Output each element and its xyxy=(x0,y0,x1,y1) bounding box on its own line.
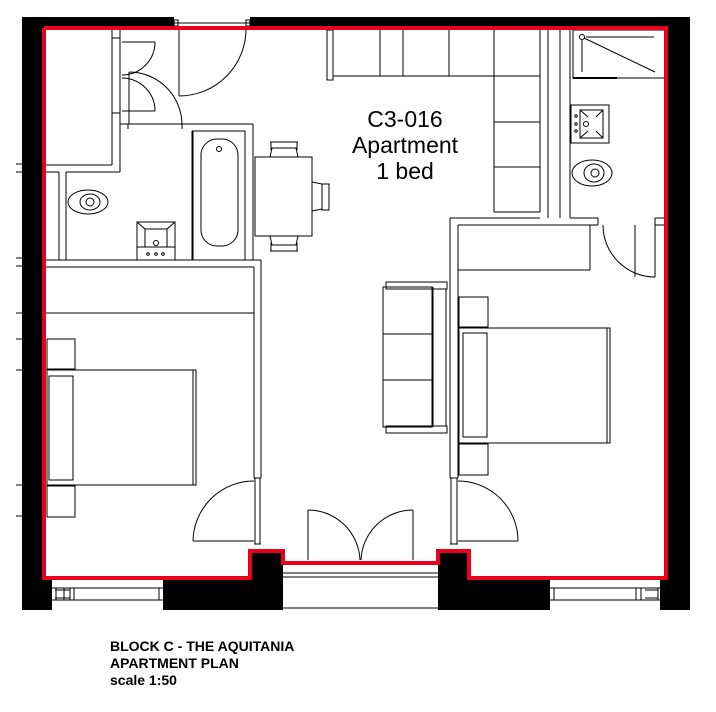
doors xyxy=(121,27,656,561)
windows xyxy=(52,19,660,609)
tick-marks xyxy=(16,163,22,517)
toilet-right xyxy=(571,159,613,187)
unit-label: C3-016 Apartment 1 bed xyxy=(330,106,480,184)
apartment-boundary xyxy=(42,26,668,580)
scale-label: scale 1:50 xyxy=(110,672,177,688)
basin-left xyxy=(136,221,176,261)
shower-tray xyxy=(572,29,666,79)
title-line-2: APARTMENT PLAN xyxy=(110,655,239,671)
sofa xyxy=(382,281,448,434)
basin-right xyxy=(570,104,610,144)
bed-left xyxy=(46,338,197,518)
floor-plan xyxy=(16,17,690,610)
toilet-left xyxy=(67,189,109,215)
title-line-1: BLOCK C - THE AQUITANIA xyxy=(110,638,295,654)
unit-code: C3-016 xyxy=(367,106,443,132)
unit-type: Apartment xyxy=(351,132,459,158)
title-block: BLOCK C - THE AQUITANIA APARTMENT PLAN s… xyxy=(110,638,294,689)
bathtub xyxy=(192,130,246,261)
outer-walls xyxy=(22,17,690,610)
unit-beds: 1 bed xyxy=(376,158,434,184)
kitchen-counter xyxy=(326,29,541,213)
bed-right xyxy=(458,296,611,476)
dining-table xyxy=(254,141,330,252)
